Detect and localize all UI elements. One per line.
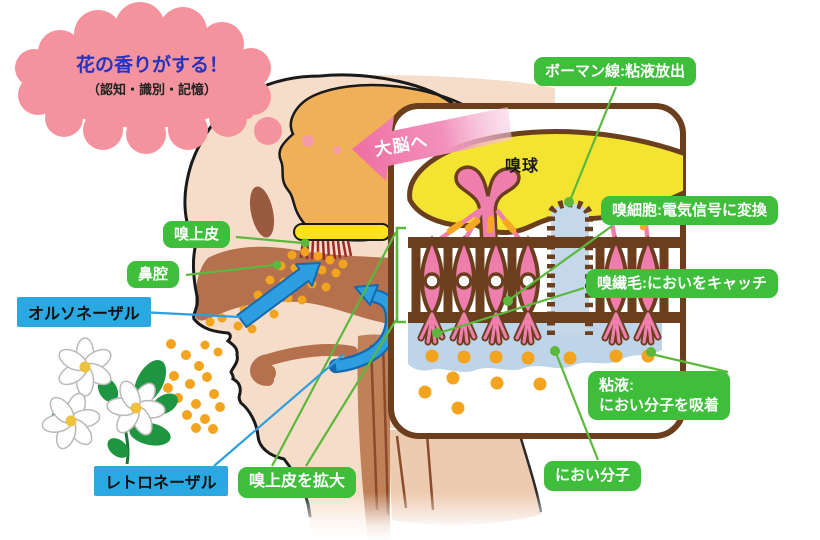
sinus <box>249 186 275 238</box>
orthonasal-flow-arrow <box>236 262 321 328</box>
thought-bubble-subtitle: （認知・識別・記憶） <box>86 82 217 97</box>
label-bowman-gland: ボーマン線:粘液放出 <box>534 57 696 86</box>
olfactory-bulb-label: 嗅球 <box>505 158 540 175</box>
connector-anchor-dots <box>272 197 656 357</box>
flower-cluster <box>41 337 178 465</box>
zoom-bracket <box>395 226 406 324</box>
thought-bubble-title: 花の香りがする！ <box>75 55 228 76</box>
label-mucus: 粘液: におい分子を吸着 <box>588 371 731 420</box>
flower <box>58 337 112 397</box>
label-olfactory-cilia: 嗅繊毛:においをキャッチ <box>586 269 778 298</box>
thought-trail-dots <box>302 135 341 154</box>
odor-molecules-outside <box>163 339 225 434</box>
glomerulus <box>454 165 521 244</box>
odor-molecules-in-mucus <box>418 349 655 415</box>
label-odor-molecule: におい分子 <box>544 461 642 491</box>
to-cerebrum-arrow <box>352 107 512 181</box>
label-nasal-cavity: 鼻腔 <box>127 261 180 288</box>
flower <box>41 392 101 450</box>
label-mucus-line2: におい分子を吸着 <box>599 396 720 414</box>
flower <box>106 380 166 436</box>
label-olfactory-epithelium: 嗅上皮 <box>163 221 231 248</box>
label-orthonasal: オルソネーザル <box>17 297 151 327</box>
label-olfactory-cell: 嗅細胞:電気信号に変換 <box>601 196 778 225</box>
olfactory-bulb-strip <box>293 223 391 241</box>
label-epithelium-zoom: 嗅上皮を拡大 <box>238 467 357 498</box>
throat-band-lines <box>369 341 390 516</box>
label-retronasal: レトロネーザル <box>94 466 228 496</box>
connector-lines-green <box>185 86 729 467</box>
tongue-curl-tip <box>258 364 276 382</box>
thought-cloud <box>15 2 282 154</box>
connector-lines-blue <box>139 310 345 467</box>
label-mucus-line1: 粘液: <box>599 377 634 394</box>
bottom-fade <box>170 492 710 540</box>
